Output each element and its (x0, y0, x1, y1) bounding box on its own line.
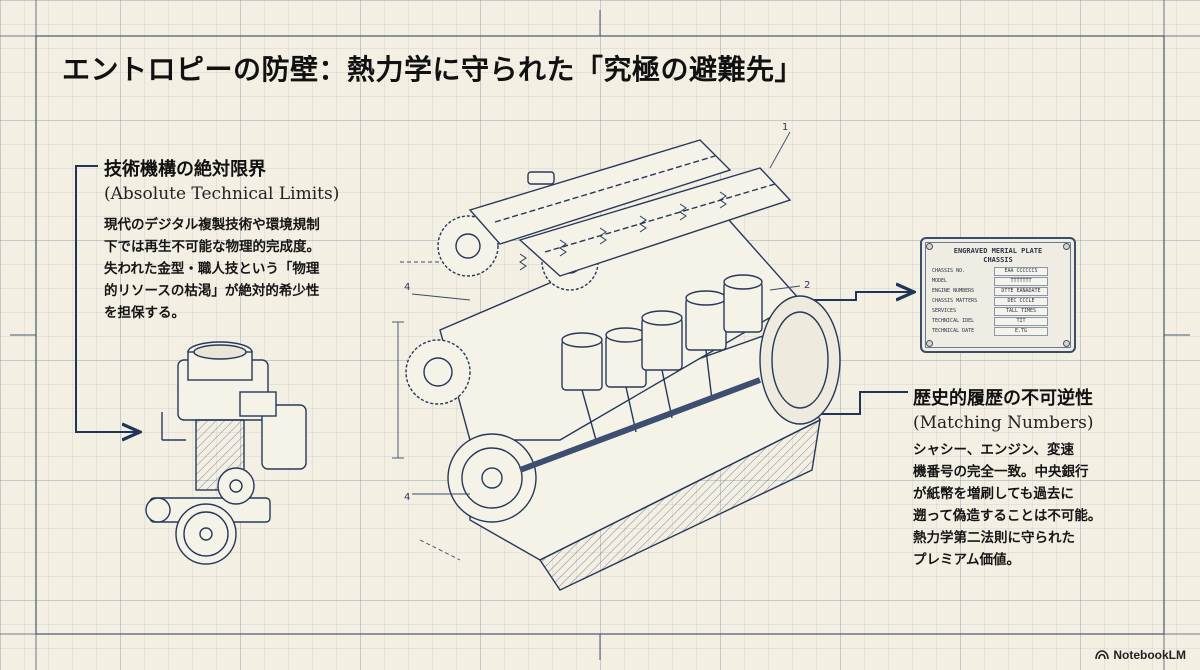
plate-row-key: SERVICES (932, 308, 957, 314)
body-line: 機番号の完全一致。中央銀行 (913, 464, 1089, 480)
page-title: エントロピーの防壁：熱力学に守られた「究極の避難先」 (62, 53, 804, 86)
engraved-chassis-plate: ENGRAVED MERIAL PLATE CHASSIS CHASSIS NO… (920, 237, 1076, 353)
plate-title-line: ENGRAVED MERIAL PLATE (953, 247, 1043, 255)
engine-drawing (405, 139, 841, 591)
technical-limits-block: 技術機構の絶対限界 (Absolute Technical Limits) 現代… (104, 158, 404, 324)
body-line: シャシー、エンジン、変速 (913, 442, 1075, 458)
screw-icon (926, 243, 933, 250)
matching-numbers-subheading: (Matching Numbers) (913, 413, 1094, 433)
screw-icon (926, 340, 933, 347)
body-line: 下では再生不可能な物理的完成度。 (104, 239, 320, 255)
plate-row-value: TALL TIMES (994, 307, 1048, 316)
plate-row: TECHNICAL DATE E.TG (932, 327, 1064, 336)
plate-row-key: ENGINE NUMBERS (932, 288, 975, 294)
screw-icon (1063, 340, 1070, 347)
plate-row: CHASSIS MATTERS DEC CCCLE (932, 297, 1064, 306)
plate-row-value: TTTTTTT (994, 277, 1048, 286)
body-line: プレミアム価値。 (913, 552, 1021, 568)
plate-row: ENGINE NUMBERS DTTE EANADATE (932, 287, 1064, 296)
plate-row-key: TECHNICAL DATE (932, 328, 975, 334)
screw-icon (1063, 243, 1070, 250)
plate-row-key: CHASSIS MATTERS (932, 298, 978, 304)
plate-title-line: CHASSIS (983, 256, 1013, 264)
plate-row-key: TECHNICAL IDEL (932, 318, 975, 324)
technical-limits-heading: 技術機構の絶対限界 (104, 159, 266, 180)
plate-row: SERVICES TALL TIMES (932, 307, 1064, 316)
plate-row-value: DTTE EANADATE (994, 287, 1048, 296)
plate-title: ENGRAVED MERIAL PLATE CHASSIS (922, 247, 1074, 265)
body-line: が紙幣を増刷しても過去に (913, 486, 1074, 502)
technical-limits-body: 現代のデジタル複製技術や環境規制 下では再生不可能な物理的完成度。 失われた金型… (104, 214, 404, 324)
body-line: 熱力学第二法則に守られた (913, 530, 1075, 546)
notebooklm-logo-icon (1095, 650, 1110, 660)
plate-row-value: DEC CCCLE (994, 297, 1048, 306)
plate-row-value: E.TG (994, 327, 1048, 336)
matching-numbers-body: シャシー、エンジン、変速 機番号の完全一致。中央銀行 が紙幣を増刷しても過去に … (913, 439, 1163, 571)
plate-row-key: CHASSIS NO. (932, 268, 966, 274)
dimension-lines (392, 131, 801, 561)
body-line: 遡って偽造することは不可能。 (913, 508, 1102, 524)
plate-row: MODEL TTTTTTT (932, 277, 1064, 286)
plate-row-key: MODEL (932, 278, 948, 284)
technical-limits-subheading: (Absolute Technical Limits) (104, 184, 340, 204)
callout-label: 1 (782, 122, 788, 133)
notebooklm-brand: NotebookLM (1095, 648, 1186, 662)
body-line: 的リソースの枯渇」が絶対的希少性 (104, 283, 320, 299)
left-pointer-arrow (75, 165, 140, 432)
callout-label: 2 (804, 280, 810, 291)
brand-label: NotebookLM (1113, 648, 1186, 662)
matching-numbers-heading: 歴史的履歴の不可逆性 (913, 388, 1093, 409)
carburetor-drawing (145, 341, 307, 565)
matching-numbers-block: 歴史的履歴の不可逆性 (Matching Numbers) シャシー、エンジン、… (913, 387, 1163, 571)
body-line: を担保する。 (104, 305, 185, 321)
plate-row: CHASSIS NO. EAA CCCCCCS (932, 267, 1064, 276)
callout-label: 4 (404, 492, 410, 503)
body-line: 失われた金型・職人技という「物理 (104, 261, 320, 277)
plate-row-value: EAA CCCCCCS (994, 267, 1048, 276)
body-line: 現代のデジタル複製技術や環境規制 (104, 217, 320, 233)
plate-row: TECHNICAL IDEL TIT (932, 317, 1064, 326)
callout-label: 4 (404, 282, 410, 293)
plate-row-value: TIT (994, 317, 1048, 326)
